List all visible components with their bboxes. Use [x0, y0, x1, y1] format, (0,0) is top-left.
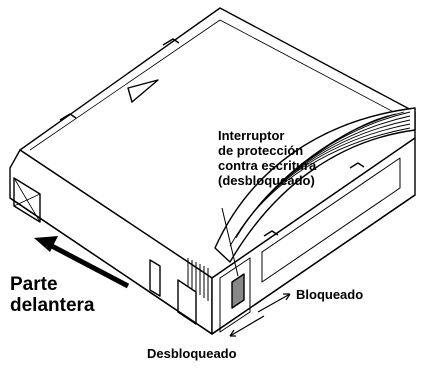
label-hatching: [229, 111, 411, 247]
front-label: Parte delantera: [10, 274, 94, 316]
locked-label: Bloqueado: [296, 287, 364, 302]
callout-line: Interruptor: [218, 128, 285, 143]
triangle-marker: [127, 79, 159, 103]
callout-leader: [221, 207, 239, 277]
callout-line: contra escritura: [218, 158, 317, 173]
front-label-line: Parte: [10, 274, 58, 295]
callout-line: (desbloqueado): [218, 173, 315, 188]
front-direction-arrow: [34, 236, 130, 289]
unlocked-arrow: [229, 315, 265, 337]
write-protect-switch: [231, 273, 245, 309]
write-protect-callout: Interruptor de protección contra escritu…: [218, 128, 378, 188]
grip-ridges: [187, 258, 209, 301]
unlocked-label: Desbloqueado: [147, 346, 237, 361]
locked-arrow: [257, 293, 291, 313]
callout-line: de protección: [218, 143, 304, 158]
front-label-line: delantera: [10, 295, 95, 316]
